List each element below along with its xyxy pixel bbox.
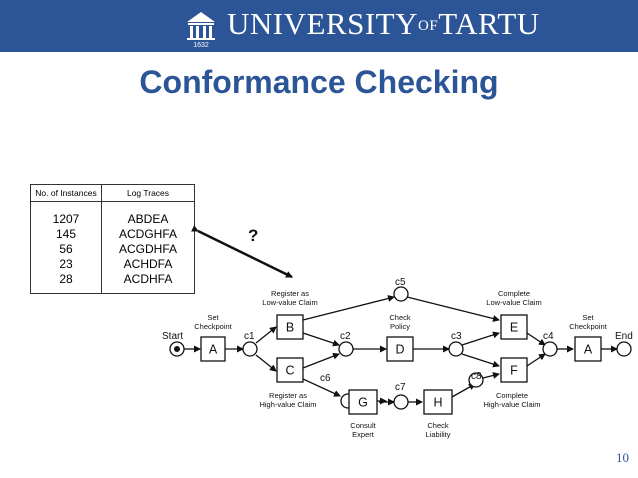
desc-e-line2: Low-value Claim xyxy=(486,298,541,307)
instances-cell: 1207 xyxy=(52,212,80,226)
desc-c-line2: High-value Claim xyxy=(259,400,316,409)
university-banner: 1632 UNIVERSITYOFTARTU xyxy=(0,0,638,52)
place-label-c5: c5 xyxy=(395,277,406,288)
transition-label-h: H xyxy=(433,396,442,410)
table-header-row: No. of Instances Log Traces xyxy=(30,184,195,202)
arc-b-c2 xyxy=(302,332,340,347)
transition-a2 xyxy=(574,336,602,362)
place-c3 xyxy=(448,341,464,357)
transition-label-c: C xyxy=(285,364,294,378)
trace-cell: ACGDHFA xyxy=(118,242,177,256)
transition-label-f: F xyxy=(510,364,518,378)
brand-prefix: UNIVERSITY xyxy=(227,6,418,41)
transition-label-d: D xyxy=(395,343,404,357)
place-c4 xyxy=(542,341,558,357)
arc-h-c8 xyxy=(451,383,476,398)
brand-suffix: TARTU xyxy=(438,6,540,41)
instances-cell: 56 xyxy=(59,242,73,256)
transition-a1 xyxy=(200,336,226,362)
desc-a2-line1: Set xyxy=(582,313,594,322)
place-label-c3: c3 xyxy=(451,331,462,342)
place-label-end: End xyxy=(615,331,633,342)
desc-a1-line2: Checkpoint xyxy=(194,322,232,331)
transition-label-b: B xyxy=(286,321,294,335)
arc-c3-f xyxy=(461,353,500,368)
transition-label-a2: A xyxy=(584,343,593,357)
table-body: 1207 145 56 23 28 ABDEA ACDGHFA ACGDHFA … xyxy=(30,201,195,294)
logo-year: 1632 xyxy=(193,42,209,48)
arc-c8-f xyxy=(482,372,500,379)
transition-d xyxy=(386,336,414,362)
transition-label-g: G xyxy=(358,396,368,410)
desc-b-line1: Register as xyxy=(271,289,309,298)
arc-c-c6 xyxy=(302,378,341,397)
arc-f-c4 xyxy=(526,353,546,367)
page-number: 10 xyxy=(616,450,629,465)
transition-label-e: E xyxy=(510,321,518,335)
desc-g-line2: Expert xyxy=(352,430,375,439)
transition-c xyxy=(276,357,304,383)
event-log-table: No. of Instances Log Traces 1207 145 56 … xyxy=(30,184,195,294)
arc-c3-e xyxy=(461,331,500,346)
trace-cell: ABDEA xyxy=(127,212,169,226)
desc-d-line1: Check xyxy=(389,313,411,322)
trace-cell: ACDHFA xyxy=(123,272,173,286)
place-c8 xyxy=(468,372,484,388)
desc-a2-line2: Checkpoint xyxy=(569,322,607,331)
university-building-logo-icon: 1632 xyxy=(187,12,215,48)
instances-cell: 23 xyxy=(59,257,73,271)
place-label-c8: c8 xyxy=(471,371,482,382)
place-label-c1: c1 xyxy=(244,331,255,342)
transition-g xyxy=(348,389,378,415)
desc-a1-line1: Set xyxy=(207,313,219,322)
instances-column: 1207 145 56 23 28 xyxy=(30,201,102,294)
brand-of: OF xyxy=(418,18,439,34)
desc-h-line1: Check xyxy=(427,421,449,430)
transition-h xyxy=(423,389,453,415)
start-token xyxy=(174,346,180,352)
instances-cell: 145 xyxy=(55,227,77,241)
transition-f xyxy=(500,357,528,383)
trace-cell: ACDGHFA xyxy=(118,227,177,241)
place-end xyxy=(616,341,632,357)
comparison-double-arrow xyxy=(191,225,293,279)
transition-e xyxy=(500,314,528,340)
desc-f-line1: Complete xyxy=(496,391,528,400)
place-label-c6: c6 xyxy=(320,373,331,384)
place-c5 xyxy=(393,286,409,302)
place-c1 xyxy=(242,341,258,357)
place-label-start: Start xyxy=(162,331,183,342)
desc-d-line2: Policy xyxy=(390,322,410,331)
place-label-c4: c4 xyxy=(543,331,554,342)
place-c2 xyxy=(338,341,354,357)
university-name: UNIVERSITYOFTARTU xyxy=(227,6,540,42)
arc-c-c2 xyxy=(302,352,340,369)
desc-b-line2: Low-value Claim xyxy=(262,298,317,307)
arc-c1-b xyxy=(255,326,277,344)
transition-b xyxy=(276,314,304,340)
place-label-c2: c2 xyxy=(340,331,351,342)
desc-h-line2: Liability xyxy=(425,430,450,439)
slide-title: Conformance Checking xyxy=(139,64,499,100)
desc-e-line1: Complete xyxy=(498,289,530,298)
traces-column: ABDEA ACDGHFA ACGDHFA ACHDFA ACDHFA xyxy=(101,201,195,294)
transition-label-a1: A xyxy=(209,343,218,357)
arc-b-c5 xyxy=(302,295,395,321)
arc-c5-e xyxy=(406,296,500,322)
header-traces: Log Traces xyxy=(101,184,195,202)
desc-f-line2: High-value Claim xyxy=(483,400,540,409)
arc-e-c4 xyxy=(526,332,546,346)
desc-g-line1: Consult xyxy=(350,421,376,430)
place-label-c7: c7 xyxy=(395,382,406,393)
desc-c-line1: Register as xyxy=(269,391,307,400)
place-c7 xyxy=(393,394,409,410)
arc-c1-c xyxy=(255,354,277,372)
instances-cell: 28 xyxy=(59,272,73,286)
trace-cell: ACHDFA xyxy=(123,257,173,271)
